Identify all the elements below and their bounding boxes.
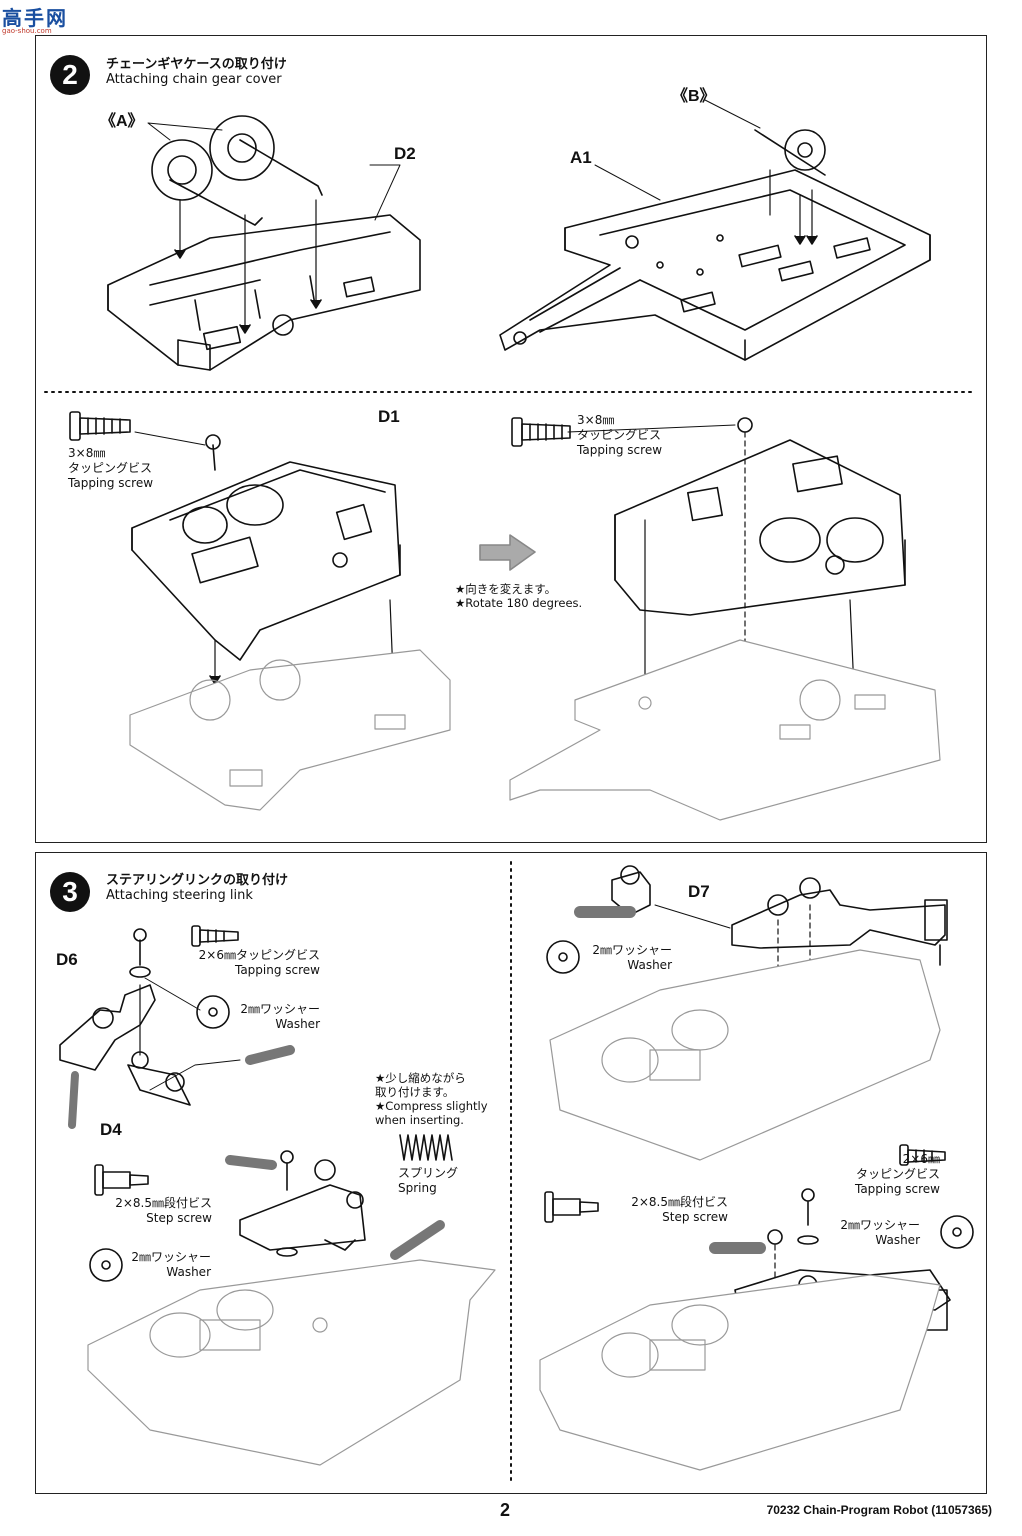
- spring-note: ★少し縮めながら 取り付けます。 ★Compress slightly when…: [375, 1071, 488, 1127]
- spring-note-line2: 取り付けます。: [375, 1085, 455, 1099]
- d6-d4-steering-drawing: [59, 928, 295, 1129]
- part-label-b: 《B》: [672, 88, 716, 105]
- screw-2x6-left-en: Tapping screw: [234, 963, 320, 977]
- spring-jp: スプリング: [398, 1166, 459, 1180]
- screw-2x6-left-jp: 2×6㎜タッピングビス: [198, 948, 320, 962]
- rotate-note: ★向きを変えます。 ★Rotate 180 degrees.: [455, 582, 582, 610]
- spring-label: スプリング Spring: [398, 1166, 458, 1196]
- washer-3-label: 2㎜ワッシャー Washer: [586, 943, 672, 973]
- washer-4-en: Washer: [875, 1233, 920, 1247]
- step-screw-icon-right: [544, 1191, 599, 1223]
- screw-left-size: 3×8㎜: [68, 446, 106, 460]
- washer-icon-2: [89, 1248, 123, 1282]
- d1-rotated-drawing: [509, 417, 941, 821]
- spring-icon: [399, 1134, 453, 1161]
- product-code: 70232 Chain-Program Robot (11057365): [766, 1503, 992, 1517]
- washer-4-label: 2㎜ワッシャー Washer: [834, 1218, 920, 1248]
- rotate-arrow: [479, 534, 536, 571]
- screw-2x6-right-en: Tapping screw: [854, 1182, 940, 1196]
- page-number: 2: [500, 1500, 511, 1520]
- screw-2x6-right-label: 2×6㎜ タッピングビス Tapping screw: [830, 1152, 940, 1197]
- rotate-note-en: ★Rotate 180 degrees.: [455, 596, 583, 610]
- logo-url: gao-shou.com: [2, 27, 52, 35]
- screw-2x6-right-size: 2×6㎜: [902, 1152, 940, 1166]
- step-screw-left-en: Step screw: [146, 1211, 212, 1225]
- washer-1-jp: 2㎜ワッシャー: [240, 1002, 320, 1016]
- washer-1-en: Washer: [275, 1017, 320, 1031]
- part-label-a1: A1: [570, 148, 592, 167]
- spring-note-line1: ★少し縮めながら: [375, 1071, 466, 1085]
- step2-number: 2: [50, 55, 90, 95]
- part-label-d6: D6: [56, 950, 78, 969]
- rotate-note-jp: ★向きを変えます。: [455, 582, 557, 596]
- part-label-a: 《A》: [100, 113, 144, 130]
- screw-left-en: Tapping screw: [68, 476, 154, 490]
- washer-icon-4: [940, 1215, 974, 1249]
- screw-right-size: 3×8㎜: [577, 413, 615, 427]
- screw-right-jp: タッピングビス: [577, 428, 662, 442]
- step3-title-en: Attaching steering link: [106, 888, 253, 903]
- spring-en: Spring: [398, 1181, 437, 1195]
- spring-note-line4: when inserting.: [375, 1113, 464, 1127]
- part-label-d1: D1: [378, 407, 400, 426]
- screw-2x6-icon-left: [191, 925, 239, 947]
- screw-icon-right: [511, 417, 571, 447]
- screw-2x6-icon-right: [899, 1144, 946, 1166]
- washer-2-en: Washer: [166, 1265, 211, 1279]
- washer-3-en: Washer: [627, 958, 672, 972]
- washer-2-jp: 2㎜ワッシャー: [131, 1250, 211, 1264]
- screw-2x6-right-jp: タッピングビス: [855, 1167, 940, 1181]
- step3-number: 3: [50, 872, 90, 912]
- logo-text: 高手网: [2, 6, 68, 30]
- washer-icon-3: [546, 940, 580, 974]
- step2-panel: [35, 35, 987, 843]
- step-screw-right-en: Step screw: [662, 1210, 728, 1224]
- screw-icon-left: [69, 411, 131, 441]
- step-screw-right-jp: 2×8.5㎜段付ビス: [631, 1195, 728, 1209]
- screw-right-en: Tapping screw: [577, 443, 663, 457]
- washer-1-label: 2㎜ワッシャー Washer: [234, 1002, 320, 1032]
- step-screw-left-label: 2×8.5㎜段付ビス Step screw: [80, 1196, 212, 1226]
- d7-link-drawing: [549, 865, 948, 1161]
- step-screw-right-label: 2×8.5㎜段付ビス Step screw: [596, 1195, 728, 1225]
- part-label-d4: D4: [100, 1120, 122, 1139]
- d2-gear-cover-drawing: [107, 115, 421, 371]
- site-logo: 高手网 gao-shou.com: [2, 2, 68, 35]
- step3-title-jp: ステアリングリンクの取り付け: [106, 873, 289, 888]
- step3-right-base-drawing: [539, 1144, 974, 1471]
- screw-right-label: 3×8㎜ タッピングビス Tapping screw: [577, 413, 662, 458]
- washer-4-jp: 2㎜ワッシャー: [840, 1218, 920, 1232]
- part-label-d7: D7: [688, 882, 710, 901]
- screw-left-jp: タッピングビス: [68, 461, 153, 475]
- d1-cover-drawing: [129, 434, 451, 811]
- washer-icon-1: [196, 995, 230, 1029]
- step-screw-left-jp: 2×8.5㎜段付ビス: [115, 1196, 212, 1210]
- step2-title-jp: チェーンギヤケースの取り付け: [106, 57, 287, 72]
- washer-3-jp: 2㎜ワッシャー: [592, 943, 672, 957]
- step-screw-icon-left: [94, 1164, 149, 1196]
- step3-left-base-drawing: [87, 1150, 496, 1466]
- a1-base-drawing: [499, 99, 931, 361]
- washer-2-label: 2㎜ワッシャー Washer: [125, 1250, 211, 1280]
- screw-left-label: 3×8㎜ タッピングビス Tapping screw: [68, 446, 153, 491]
- step2-title-en: Attaching chain gear cover: [106, 72, 282, 87]
- screw-2x6-left-label: 2×6㎜タッピングビス Tapping screw: [190, 948, 320, 978]
- step3-panel: [35, 852, 987, 1494]
- part-label-d2: D2: [394, 144, 416, 163]
- spring-note-line3: ★Compress slightly: [375, 1099, 488, 1113]
